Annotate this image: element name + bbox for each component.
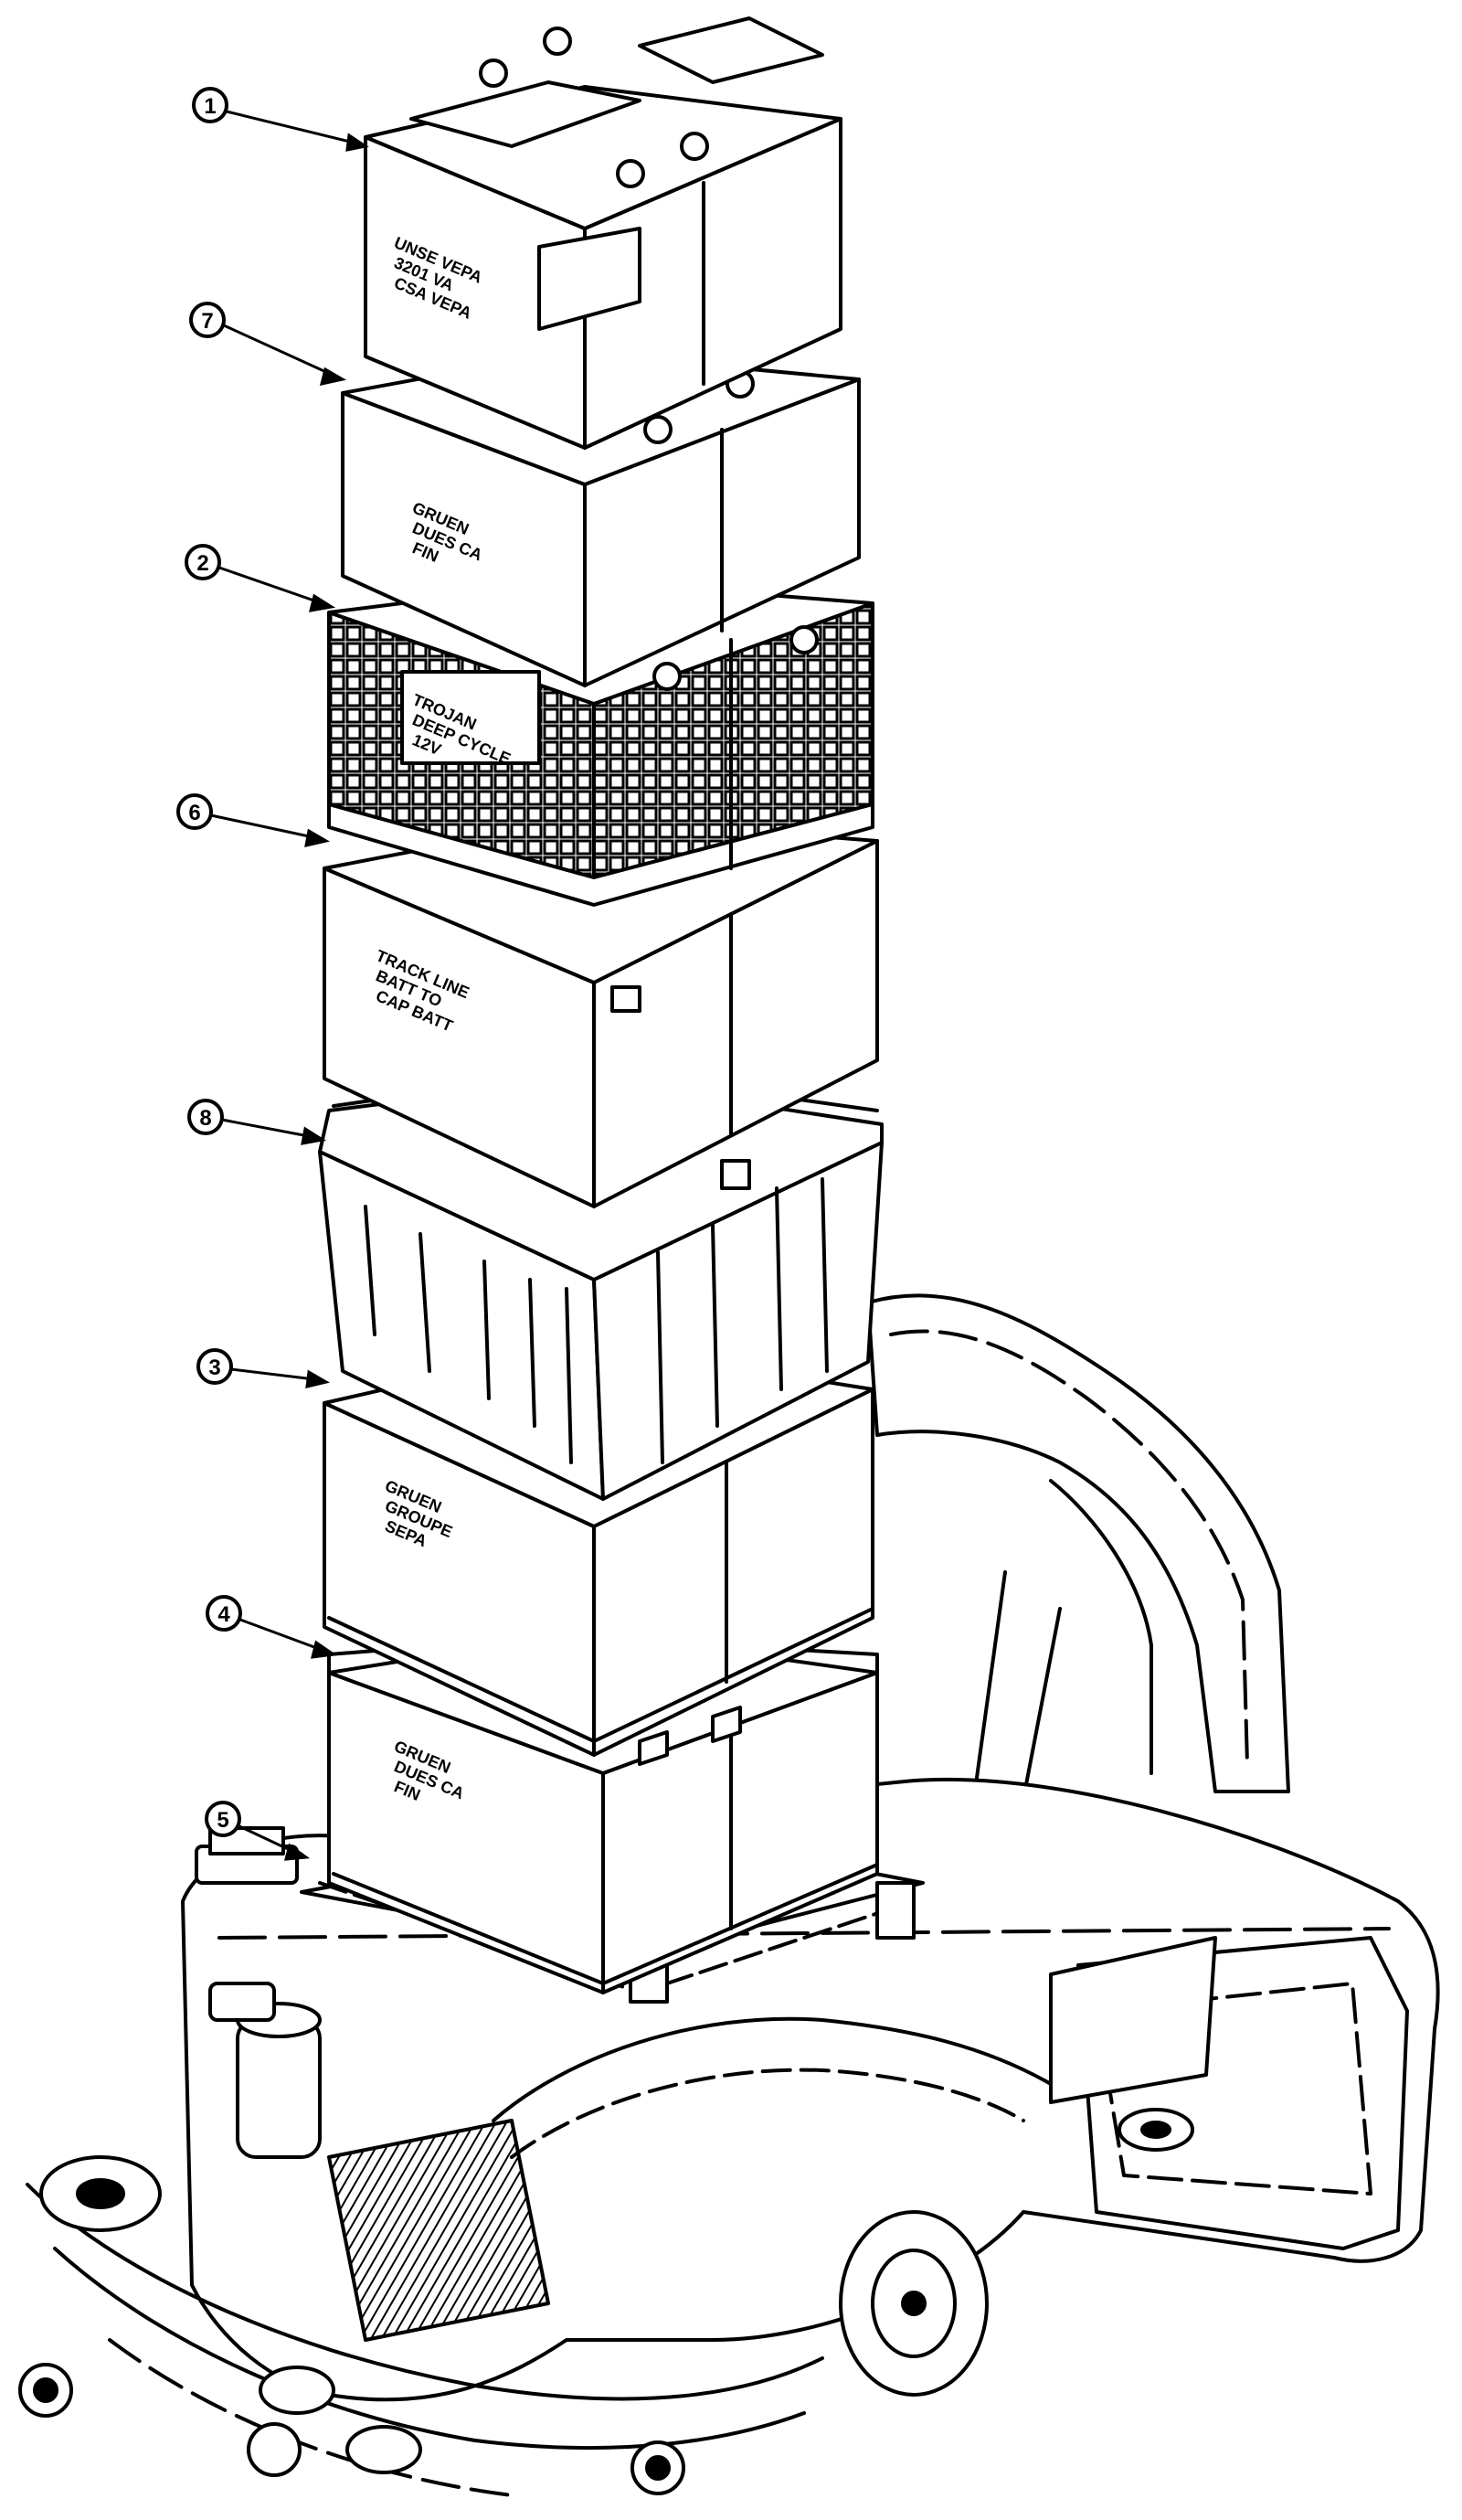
callout-3-label: 3 (208, 1356, 220, 1380)
callout-6: 6 (176, 793, 213, 830)
callout-2-label: 2 (196, 551, 208, 576)
callout-7-label: 7 (201, 309, 213, 334)
callout-5: 5 (205, 1801, 241, 1837)
callout-4-label: 4 (217, 1602, 230, 1627)
callout-1: 1 (192, 87, 228, 123)
callout-1-label: 1 (204, 94, 216, 119)
callout-4: 4 (206, 1595, 242, 1632)
battery-1 (364, 16, 842, 450)
callout-8: 8 (187, 1099, 224, 1135)
callout-7: 7 (189, 302, 226, 338)
callout-6-label: 6 (188, 801, 200, 825)
callout-8-label: 8 (199, 1106, 211, 1131)
callout-3: 3 (196, 1348, 233, 1385)
callout-2: 2 (185, 544, 221, 580)
callouts: 1 7 2 6 8 3 4 5 (176, 87, 242, 1837)
callout-5-label: 5 (217, 1808, 228, 1833)
